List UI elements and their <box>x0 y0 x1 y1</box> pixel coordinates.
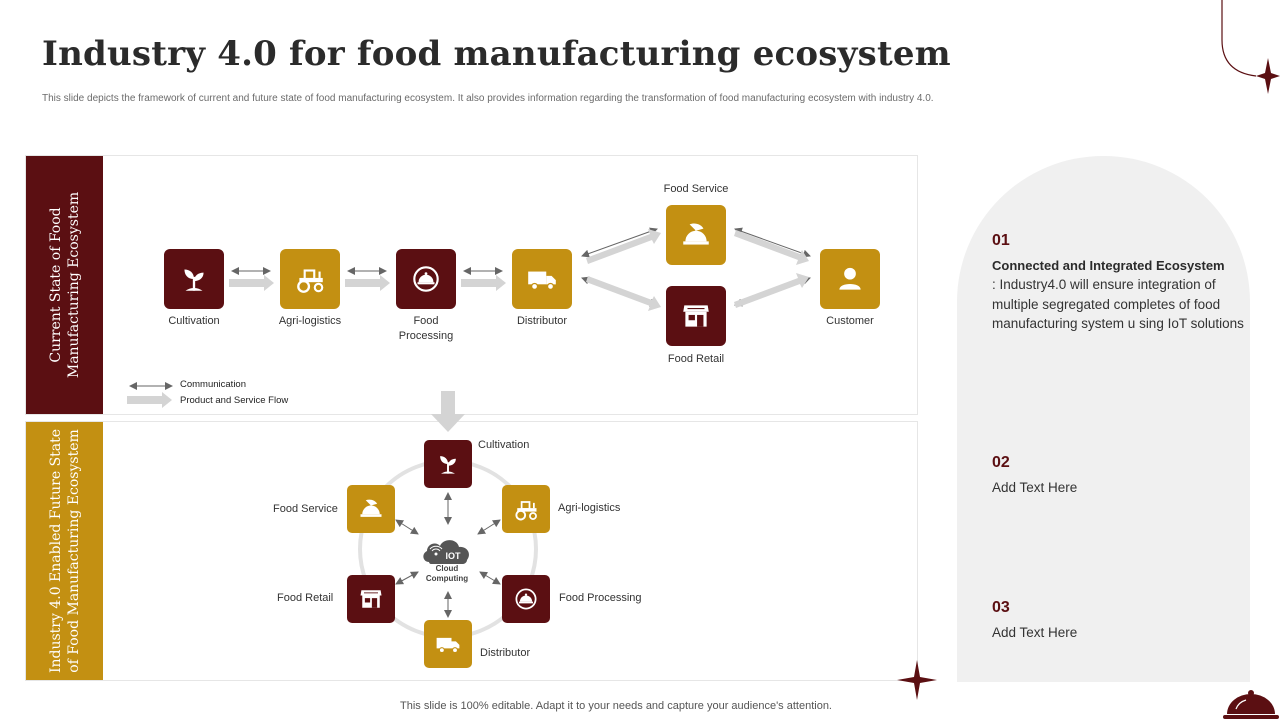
legend-flow: Product and Service Flow <box>180 395 289 406</box>
item-03-body: Add Text Here <box>992 625 1078 640</box>
label-food-processing: Food Processing <box>398 315 454 342</box>
footer-text: This slide is 100% editable. Adapt it to… <box>400 700 832 712</box>
legend-communication: Communication <box>180 379 246 390</box>
current-state-panel: Current State of Food Manufacturing Ecos… <box>25 155 918 415</box>
tractor-icon <box>293 262 327 296</box>
item-01-number: 01 <box>992 232 1010 249</box>
sparkle-icon <box>897 660 937 700</box>
current-state-sidebar: Current State of Food Manufacturing Ecos… <box>26 156 103 414</box>
hub-label: Cloud Computing <box>425 564 469 583</box>
label-customer: Customer <box>826 315 874 327</box>
label-food-service: Food Service <box>663 183 729 195</box>
truck-icon <box>525 262 559 296</box>
page-title: Industry 4.0 for food manufacturing ecos… <box>42 34 951 74</box>
serving-dish-icon <box>679 218 713 252</box>
ring-label-cultivation: Cultivation <box>478 439 530 451</box>
future-state-label: Industry 4.0 Enabled Future State of Foo… <box>47 428 82 674</box>
cloche-icon <box>1223 690 1279 719</box>
node-food-processing <box>396 249 456 309</box>
ring-node-cultivation <box>424 440 472 488</box>
ring-node-food-processing <box>502 575 550 623</box>
hub-iot-label: IOT <box>446 551 462 561</box>
item-03-number: 03 <box>992 599 1010 616</box>
store-icon <box>357 585 385 613</box>
node-cultivation <box>164 249 224 309</box>
label-food-retail: Food Retail <box>667 353 725 365</box>
info-arch-panel <box>957 156 1250 682</box>
item-01-body: : Industry4.0 will ensure integration of… <box>992 277 1244 331</box>
sprout-icon <box>434 450 462 478</box>
ring-node-food-service <box>347 485 395 533</box>
store-icon <box>679 299 713 333</box>
item-02-number: 02 <box>992 454 1010 471</box>
sprout-icon <box>177 262 211 296</box>
node-customer <box>820 249 880 309</box>
sparkle-icon <box>1256 58 1280 94</box>
user-icon <box>833 262 867 296</box>
item-01-title: Connected and Integrated Ecosystem <box>992 258 1225 273</box>
ring-label-food-processing: Food Processing <box>559 592 642 604</box>
ring-label-food-service: Food Service <box>273 503 338 515</box>
ring-node-distributor <box>424 620 472 668</box>
ring-label-agri-logistics: Agri-logistics <box>558 502 621 514</box>
current-state-label: Current State of Food Manufacturing Ecos… <box>47 191 82 379</box>
label-distributor: Distributor <box>516 315 568 327</box>
page-subtitle: This slide depicts the framework of curr… <box>42 93 934 104</box>
item-02-body: Add Text Here <box>992 480 1078 495</box>
tractor-icon <box>512 495 540 523</box>
truck-icon <box>434 630 462 658</box>
label-agri-logistics: Agri-logistics <box>278 315 342 327</box>
future-state-sidebar: Industry 4.0 Enabled Future State of Foo… <box>26 422 103 680</box>
node-agri-logistics <box>280 249 340 309</box>
node-distributor <box>512 249 572 309</box>
node-food-service <box>666 205 726 265</box>
ring-label-food-retail: Food Retail <box>277 592 334 604</box>
corner-decoration <box>1221 0 1280 94</box>
serving-dish-icon <box>357 495 385 523</box>
pot-icon <box>512 585 540 613</box>
pot-icon <box>409 262 443 296</box>
ring-node-agri-logistics <box>502 485 550 533</box>
cloud-icon: IOT <box>423 540 470 564</box>
label-cultivation: Cultivation <box>168 315 220 327</box>
node-food-retail <box>666 286 726 346</box>
ring-node-food-retail <box>347 575 395 623</box>
ring-label-distributor: Distributor <box>480 647 531 659</box>
